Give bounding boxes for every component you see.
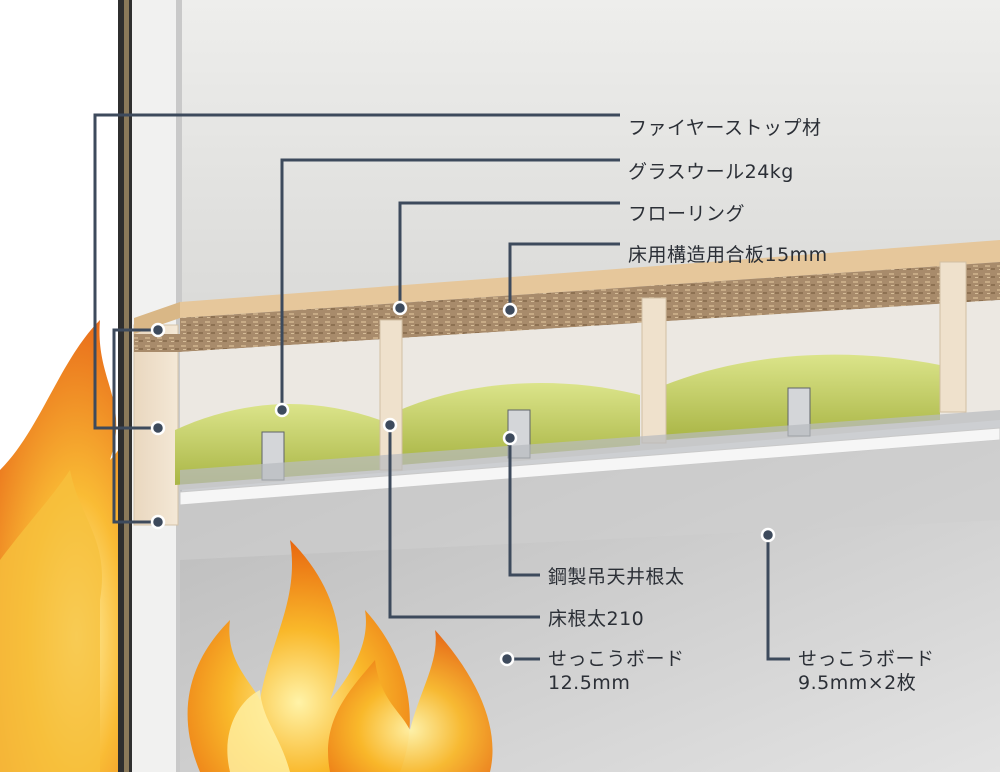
interior-flames [187, 540, 493, 772]
label-floor-joist: 床根太210 [548, 608, 645, 630]
label-glass-wool: グラスウール24kg [628, 161, 794, 183]
floor-joists [379, 261, 967, 471]
leader-gypsum-ceiling [766, 535, 790, 661]
label-gypsum-ceiling-line1: せっこうボード [798, 648, 935, 670]
label-gypsum-ceiling: せっこうボード 9.5mm×2枚 [798, 647, 935, 695]
label-steel-joist: 鋼製吊天井根太 [548, 566, 685, 588]
label-flooring: フローリング [628, 203, 746, 225]
leader-steel-joist [508, 438, 540, 577]
leader-floor-joist [388, 425, 540, 619]
label-gypsum-ceiling-line2: 9.5mm×2枚 [798, 672, 917, 694]
steel-ceiling-joists [180, 387, 1000, 492]
wall-panel-core [124, 0, 129, 772]
leader-dots [150, 300, 776, 667]
label-gypsum-wall: せっこうボード 12.5mm [548, 647, 685, 695]
leader-plywood [508, 242, 620, 310]
ceiling-board-edge [179, 427, 1000, 506]
leader-flooring [398, 201, 620, 308]
label-gypsum-wall-line1: せっこうボード [548, 648, 685, 670]
label-plywood: 床用構造用合板15mm [628, 244, 828, 266]
flooring-surface [180, 240, 1000, 318]
label-fire-stop: ファイヤーストップ材 [628, 117, 822, 139]
leader-fire-stop [93, 113, 620, 430]
leader-glass-wool [280, 158, 620, 410]
label-gypsum-wall-line2: 12.5mm [548, 672, 631, 694]
leader-lines [93, 113, 790, 661]
